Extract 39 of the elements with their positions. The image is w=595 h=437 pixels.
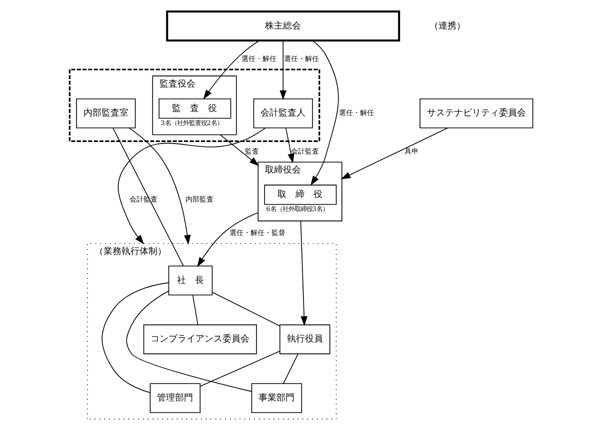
node-box: 執行役員 (278, 324, 330, 354)
arrow (219, 134, 259, 166)
node-box: 取 締 役 (264, 184, 336, 205)
node-box: 監 査 役 (158, 98, 231, 119)
connector (101, 282, 169, 394)
edge-label: 監査 (244, 146, 259, 156)
edge-label: 選任・解任 (338, 108, 374, 118)
connector (282, 354, 298, 384)
edge-label: 選任・解任 (240, 54, 276, 63)
arrow (117, 128, 266, 244)
cluster (68, 68, 320, 142)
connector (211, 292, 280, 326)
edge-label: 選任・解任 (284, 54, 319, 63)
edge-label: 具申 (404, 146, 418, 156)
node-box: コンプライアンス委員会 (142, 324, 256, 354)
arrow (196, 212, 258, 268)
edge-label: 会計監査 (290, 146, 319, 156)
arrow (279, 40, 286, 100)
connector (199, 350, 280, 387)
arrow (128, 128, 190, 245)
node-box: 会計監査人 (252, 98, 312, 128)
connector (192, 294, 198, 326)
arrow (300, 220, 307, 326)
connector (112, 128, 184, 266)
node-box: 事業部門 (250, 383, 302, 413)
arrow (310, 40, 338, 186)
node-box: サステナビリティ委員会 (419, 98, 533, 128)
connector (126, 290, 252, 392)
edge-label: 内部監査 (185, 194, 214, 204)
node-box: 内部監査室 (76, 98, 136, 128)
arrow (202, 40, 260, 100)
edge-label: 選任・解任・監督 (229, 228, 286, 237)
node-box: 社 長 (168, 266, 212, 296)
arrow (340, 128, 448, 180)
node-box: 管理部門 (149, 383, 200, 413)
arrow (285, 128, 294, 164)
node-box: 株主総会 (166, 10, 400, 42)
label: （連携） (428, 21, 465, 32)
edge-label: 会計監査 (128, 194, 157, 204)
